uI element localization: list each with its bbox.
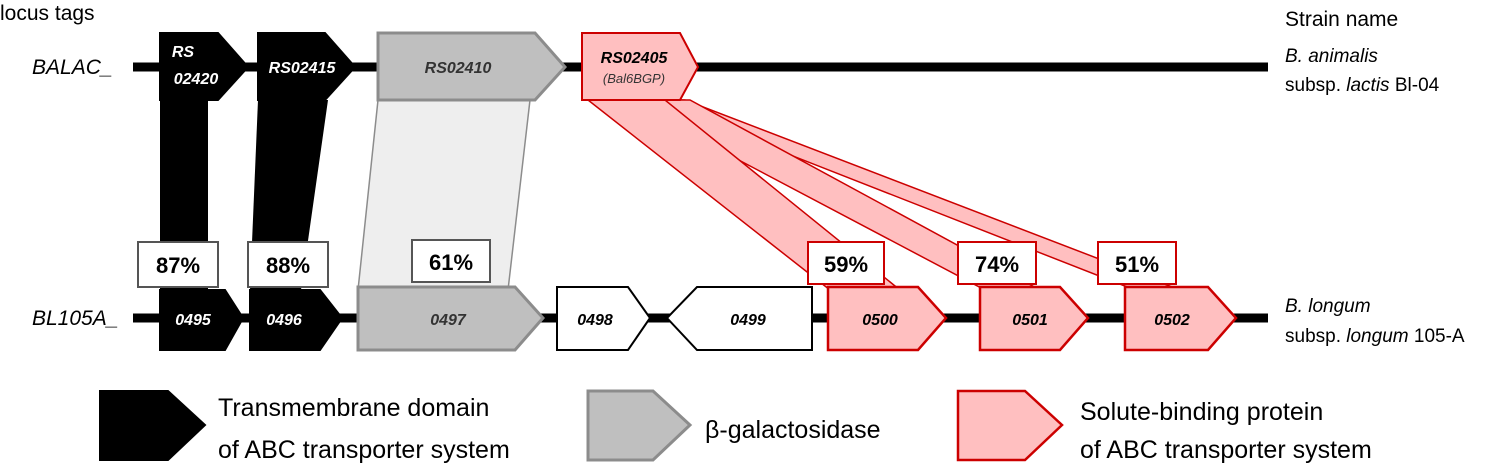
legend-item-tmd: Transmembrane domain of ABC transporter … [99, 390, 510, 464]
bottom-strain-line1: B. longum [1285, 296, 1371, 317]
svg-text:RS: RS [172, 44, 195, 61]
locus-tags-header: locus tags [0, 2, 95, 25]
svg-text:Transmembrane domain: Transmembrane domain [218, 394, 489, 422]
svg-text:RS02415: RS02415 [269, 60, 337, 77]
svg-text:02420: 02420 [174, 71, 219, 88]
top-strain-line1: B. animalis [1285, 46, 1378, 67]
svg-text:0498: 0498 [577, 312, 613, 329]
identity-box-0500: 59% [807, 241, 885, 285]
gene-0497: 0497 [356, 285, 546, 352]
legend-swatch-bgal [586, 389, 693, 462]
svg-text:0496: 0496 [266, 312, 302, 329]
svg-text:0501: 0501 [1012, 312, 1048, 329]
gene-0498: 0498 [556, 286, 652, 351]
svg-text:0500: 0500 [862, 312, 898, 329]
gene-0502: 0502 [1123, 285, 1238, 352]
identity-box-0501: 74% [957, 241, 1037, 285]
legend-swatch-tmd [99, 390, 207, 461]
svg-text:88%: 88% [266, 253, 310, 278]
svg-text:0499: 0499 [730, 312, 766, 329]
legend-item-sbp: Solute-binding protein of ABC transporte… [956, 389, 1372, 464]
svg-text:0502: 0502 [1154, 312, 1190, 329]
svg-text:0495: 0495 [175, 312, 212, 329]
identity-box-0495: 87% [137, 241, 219, 288]
identity-box-0502: 51% [1097, 241, 1177, 285]
svg-text:59%: 59% [824, 252, 868, 277]
svg-text:0497: 0497 [430, 312, 467, 329]
svg-text:Solute-binding protein: Solute-binding protein [1080, 398, 1323, 426]
gene-0500: 0500 [826, 285, 948, 352]
gene-0501: 0501 [978, 285, 1090, 352]
top-locus-prefix: BALAC_ [32, 56, 113, 79]
gene-0496: 0496 [249, 289, 344, 351]
identity-box-0496: 88% [247, 241, 329, 288]
svg-text:51%: 51% [1115, 252, 1159, 277]
svg-text:(Bal6BGP): (Bal6BGP) [603, 71, 665, 86]
top-strain-line2: subsp. lactis Bl-04 [1285, 75, 1440, 96]
gene-rs02405: RS02405 (Bal6BGP) [581, 32, 700, 101]
svg-text:RS02405: RS02405 [601, 50, 669, 67]
gene-0499: 0499 [665, 286, 813, 351]
svg-text:74%: 74% [975, 252, 1019, 277]
strain-name-header: Strain name [1285, 8, 1398, 31]
gene-rs02415: RS02415 [257, 32, 357, 101]
svg-text:RS02410: RS02410 [425, 60, 492, 77]
gene-rs02410: RS02410 [376, 31, 568, 102]
bottom-strain-line2: subsp. longum 105-A [1285, 326, 1465, 347]
svg-text:β-galactosidase: β-galactosidase [705, 416, 881, 444]
identity-box-0497: 61% [411, 239, 491, 283]
gene-rs02420: RS 02420 [159, 32, 250, 101]
svg-text:of ABC transporter system: of ABC transporter system [1080, 436, 1372, 464]
legend: Transmembrane domain of ABC transporter … [99, 389, 1372, 464]
legend-swatch-sbp [956, 389, 1064, 462]
legend-item-bgal: β-galactosidase [586, 389, 881, 462]
bottom-locus-prefix: BL105A_ [32, 307, 118, 330]
svg-text:of ABC transporter system: of ABC transporter system [218, 436, 510, 464]
svg-text:87%: 87% [156, 253, 200, 278]
svg-text:61%: 61% [429, 250, 473, 275]
gene-0495: 0495 [159, 289, 245, 351]
